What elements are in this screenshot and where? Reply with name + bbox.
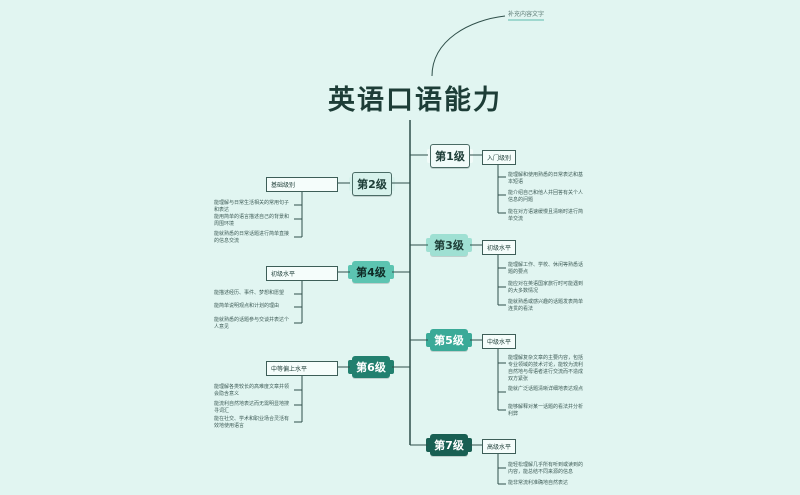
- level-3-item-2: 能应对在英语国家旅行时可能遇到的大多数情况: [508, 281, 584, 294]
- level-6-node[interactable]: 第6级: [348, 356, 394, 378]
- mindmap-title: 英语口语能力: [328, 85, 502, 116]
- level-4-category[interactable]: 初级水平: [266, 266, 338, 281]
- level-7-node[interactable]: 第7级: [426, 434, 472, 456]
- level-7-category[interactable]: 高级水平: [482, 439, 517, 454]
- top-note: 补充内容文字: [508, 9, 545, 21]
- level-6-category[interactable]: 中等偏上水平: [266, 361, 338, 376]
- level-4-node[interactable]: 第4级: [348, 261, 394, 283]
- level-5-category[interactable]: 中级水平: [482, 334, 517, 349]
- top-note-connector: [431, 15, 506, 77]
- level-6-item-3: 能在社交、学术和职业场合灵活有效地使用语言: [214, 416, 290, 429]
- level-6-item-1: 能理解各类较长的高难度文章并领会隐含意义: [214, 384, 290, 397]
- level-2-item-2: 能用简单的语言描述自己的背景和周围环境: [214, 214, 290, 227]
- level-5-item-3: 能够解释对某一话题的看法并分析利弊: [508, 404, 584, 417]
- level-3-item-3: 能就熟悉或感兴趣的话题发表简单连贯的看法: [508, 299, 584, 312]
- level-3-category[interactable]: 初级水平: [482, 240, 517, 255]
- level-5-node[interactable]: 第5级: [426, 329, 472, 351]
- level-2-item-3: 能就熟悉的日常话题进行简单直接的信息交流: [214, 231, 290, 244]
- level-5-item-1: 能理解复杂文章的主要内容，包括专业领域的技术讨论，能较为流利自然地与母语者进行交…: [508, 355, 584, 382]
- level-1-node[interactable]: 第1级: [427, 144, 473, 168]
- level-2-category[interactable]: 基础级别: [266, 177, 338, 192]
- level-1-item-2: 能介绍自己和他人并回答有关个人信息的问题: [508, 190, 584, 203]
- level-7-item-2: 能非常流利准确地自然表达: [508, 480, 569, 486]
- level-4-item-3: 能就熟悉的话题参与交谈并表达个人意见: [214, 317, 290, 330]
- level-3-item-1: 能理解工作、学校、休闲等熟悉话题的要点: [508, 262, 584, 275]
- level-7-item-1: 能轻松理解几乎所有听到或读到的内容，能总结不同来源的信息: [508, 462, 584, 475]
- level-4-item-2: 能简单说明观点和计划的理由: [214, 303, 280, 309]
- level-1-item-3: 能在对方语速缓慢且清晰时进行简单交流: [508, 209, 584, 222]
- level-4-item-1: 能描述经历、事件、梦想和愿望: [214, 290, 285, 296]
- level-2-node[interactable]: 第2级: [349, 172, 395, 196]
- level-6-item-2: 能流利自然地表达而无需明显地搜寻词汇: [214, 401, 290, 414]
- level-2-item-1: 能理解与日常生活相关的常用句子和表达: [214, 200, 290, 213]
- level-1-item-1: 能理解和使用熟悉的日常表达和基本短语: [508, 172, 584, 185]
- level-3-node[interactable]: 第3级: [426, 234, 472, 256]
- level-1-category[interactable]: 入门级别: [482, 150, 517, 165]
- level-5-item-2: 能就广泛话题清晰详细地表达观点: [508, 386, 584, 392]
